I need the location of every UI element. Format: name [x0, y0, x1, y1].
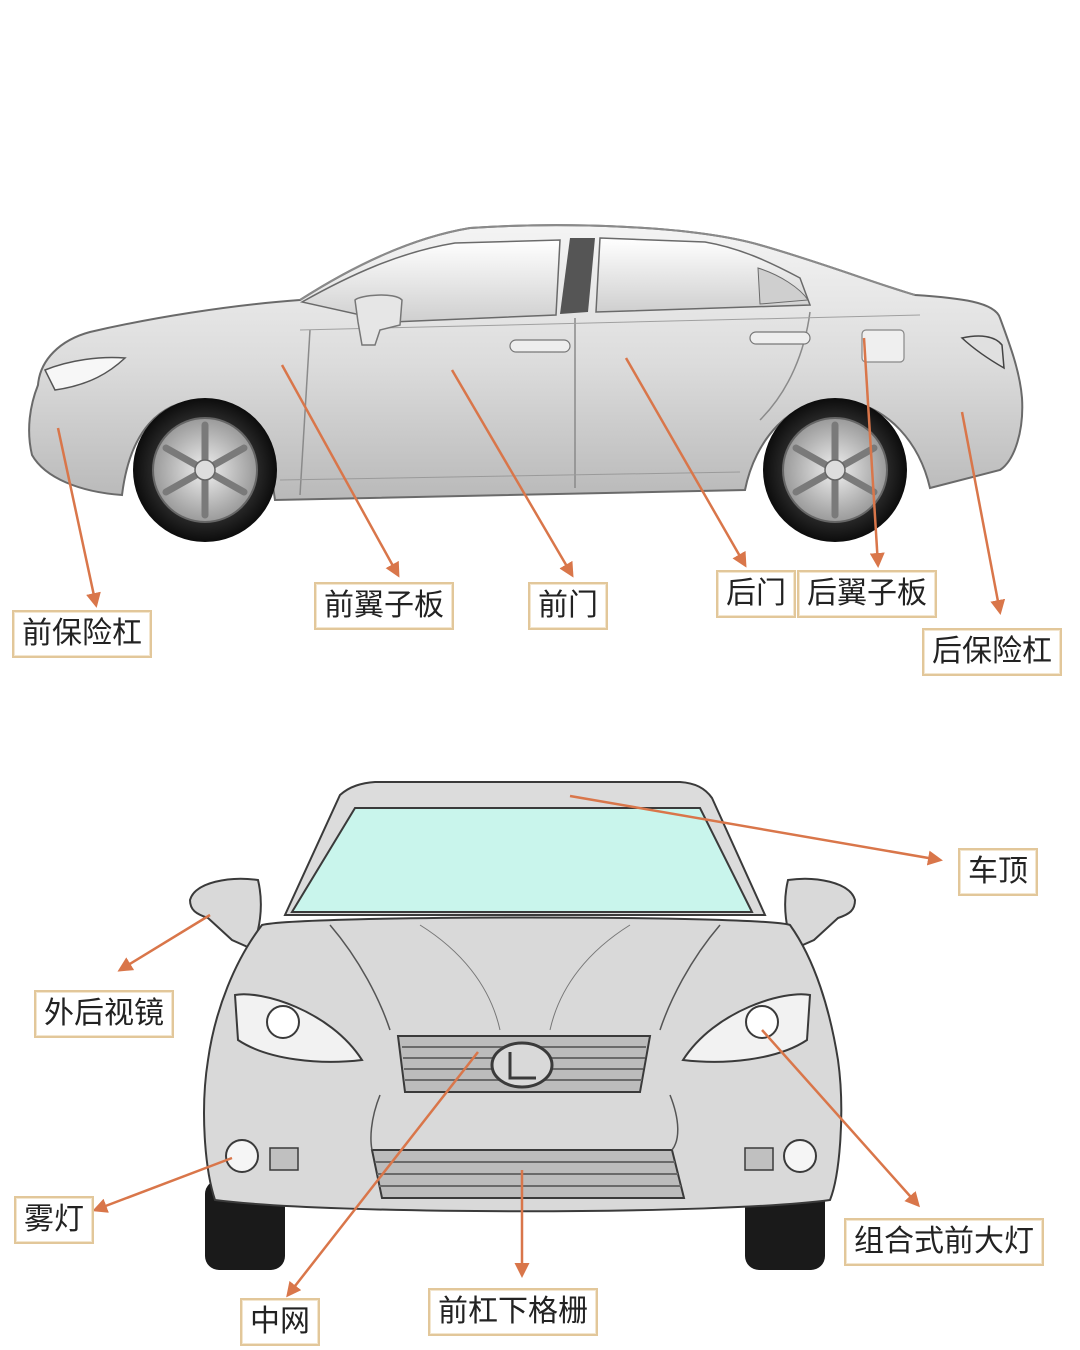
- left-fog-lamp: [225, 1139, 259, 1173]
- label-rear-fender: 后翼子板: [797, 570, 937, 618]
- arrow-front-door: [450, 369, 574, 578]
- arrow-rear-fender: [862, 337, 885, 568]
- quarter-glass: [757, 267, 809, 305]
- label-headlamp: 组合式前大灯: [844, 1218, 1044, 1266]
- arrow-headlamp: [761, 1029, 920, 1208]
- b-pillar: [560, 238, 595, 314]
- label-rear-bumper: 后保险杠: [922, 628, 1062, 676]
- front-window: [299, 239, 561, 323]
- label-rear-door: 后门: [716, 570, 796, 618]
- arrow-grille: [286, 1051, 479, 1298]
- arrow-roof: [569, 794, 943, 866]
- label-grille: 中网: [240, 1298, 320, 1346]
- arrow-front-fender: [280, 364, 400, 578]
- arrow-rear-bumper: [960, 411, 1006, 615]
- label-roof: 车顶: [958, 848, 1038, 896]
- windshield: [290, 807, 754, 913]
- left-mirror: [188, 877, 262, 950]
- arrows: [56, 337, 1006, 1298]
- label-front-door: 前门: [528, 582, 608, 630]
- label-front-bumper: 前保险杠: [12, 610, 152, 658]
- label-side-mirror: 外后视镜: [34, 990, 174, 1038]
- arrow-front-bumper: [56, 427, 101, 608]
- side-view-car: [28, 224, 1024, 542]
- front-view-car: [188, 781, 857, 1270]
- label-fog-lamp: 雾灯: [14, 1196, 94, 1244]
- label-front-fender: 前翼子板: [314, 582, 454, 630]
- front-wheel: [133, 398, 277, 542]
- rear-window: [595, 237, 812, 313]
- right-mirror: [784, 877, 857, 950]
- rear-wheel: [763, 398, 907, 542]
- label-lower-grille: 前杠下格栅: [428, 1288, 598, 1336]
- arrow-side-mirror: [117, 913, 211, 972]
- arrow-fog-lamp: [92, 1156, 233, 1213]
- arrow-rear-door: [624, 357, 747, 568]
- right-fog-lamp: [783, 1139, 817, 1173]
